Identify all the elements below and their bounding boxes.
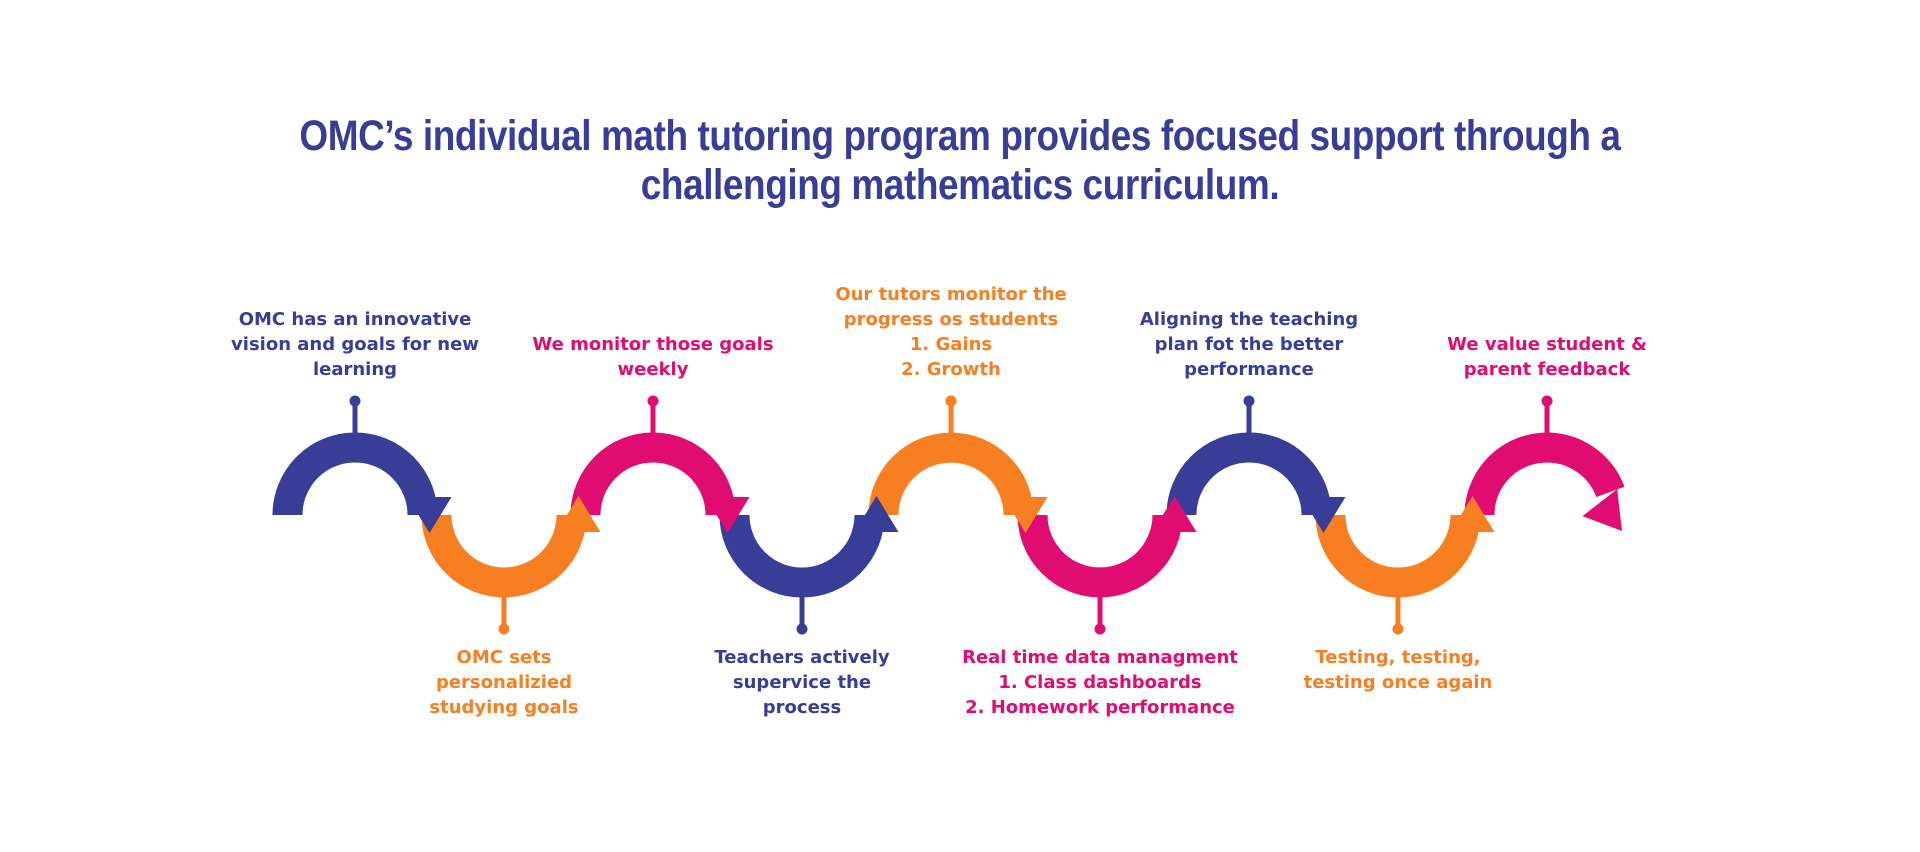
step-label: We value student & parent feedback (1447, 334, 1647, 380)
step-connector-dot (1094, 623, 1106, 635)
flow-arrow-icon (407, 497, 452, 533)
step-label: We monitor those goals weekly (532, 334, 774, 380)
wave-arc (421, 514, 587, 598)
wave-arc (1166, 432, 1332, 516)
wave-arc (868, 432, 1034, 516)
page-title: OMC’s individual math tutoring program p… (299, 112, 1621, 210)
step-label: Real time data managment 1. Class dashbo… (962, 647, 1238, 718)
step-label: Teachers actively supervice the process (714, 647, 890, 718)
step-connector-dot (796, 623, 808, 635)
flow-arrow-icon (1003, 497, 1048, 533)
wave-arcs (272, 432, 1625, 598)
flow-arrow-icon (854, 496, 899, 532)
step-connector-dot (498, 623, 510, 635)
flow-arrows (407, 489, 1622, 533)
step-connector-dot (945, 395, 957, 407)
step-label: OMC has an innovative vision and goals f… (231, 309, 479, 380)
step-label: Testing, testing, testing once again (1303, 647, 1493, 693)
flow-arrow-icon (1152, 496, 1197, 532)
step-connector-dot (349, 395, 361, 407)
wave-arc (272, 432, 438, 516)
wave-arc (570, 432, 736, 516)
wave-arc (1315, 514, 1481, 598)
step-label: Aligning the teaching plan fot the bette… (1139, 309, 1359, 380)
step-label: OMC sets personalizied studying goals (429, 647, 579, 718)
step-connectors (349, 395, 1553, 635)
step-connector-dot (647, 395, 659, 407)
step-connector-dot (1243, 395, 1255, 407)
flow-arrow-icon (1301, 497, 1346, 533)
step-label: Our tutors monitor the progress os stude… (835, 284, 1067, 380)
wave-arc (1017, 514, 1183, 598)
wave-arc (719, 514, 885, 598)
step-connector-dot (1392, 623, 1404, 635)
flow-arrow-icon (705, 497, 750, 533)
wave-arc (1464, 432, 1625, 516)
step-connector-dot (1541, 395, 1553, 407)
flow-arrow-icon (556, 496, 601, 532)
flow-arrow-icon (1450, 496, 1495, 532)
flow-arrow-icon (1582, 489, 1622, 531)
